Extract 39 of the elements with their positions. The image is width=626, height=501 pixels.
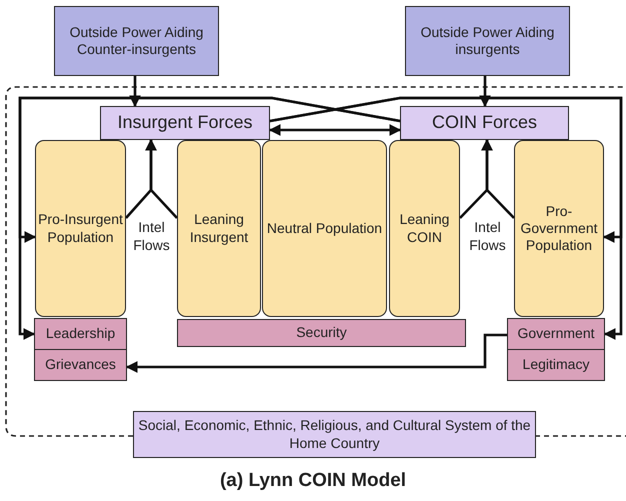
population-box <box>514 140 604 317</box>
process-box <box>405 6 570 76</box>
process-box <box>54 6 219 76</box>
box-label: Pro-Insurgent Population <box>37 211 124 246</box>
factor-box <box>177 319 466 347</box>
box-label: COIN Forces <box>430 112 538 134</box>
arrow <box>268 124 402 136</box>
arrow <box>129 76 141 108</box>
factor-box <box>34 349 127 381</box>
factor-box <box>507 318 605 350</box>
box-label: Neutral Population <box>266 220 384 238</box>
box-label: Leaning Insurgent <box>188 211 250 246</box>
process-box <box>100 106 270 140</box>
process-box <box>400 106 569 140</box>
population-box <box>389 140 460 317</box>
box-label: Security <box>295 324 348 342</box>
box-label: Grievances <box>44 356 117 374</box>
box-label: Government <box>516 325 596 343</box>
arrow <box>145 138 178 219</box>
box-label: Pro-Government Population <box>519 202 599 254</box>
process-box <box>133 411 536 458</box>
factor-box <box>34 318 127 350</box>
box-label: Social, Economic, Ethnic, Religious, and Cultural System of the Home Country <box>137 417 532 452</box>
arrow <box>479 76 491 108</box>
box-label: Insurgent Forces <box>116 112 254 134</box>
box-label: Outside Power Aiding Counter-insurgents <box>68 24 204 58</box>
population-box <box>35 140 126 317</box>
arrow <box>270 96 622 340</box>
box-label: Legitimacy <box>522 356 590 374</box>
factor-box <box>507 349 605 381</box>
box-label: Outside Power Aiding insurgents <box>420 24 556 58</box>
arrow <box>126 334 507 373</box>
population-box <box>177 140 261 317</box>
arrow <box>18 96 400 340</box>
box-label: Leaning COIN <box>398 211 450 246</box>
population-box <box>262 140 387 317</box>
caption: (a) Lynn COIN Model <box>218 470 408 492</box>
box-label: Leadership <box>44 325 116 343</box>
arrow <box>481 138 515 219</box>
